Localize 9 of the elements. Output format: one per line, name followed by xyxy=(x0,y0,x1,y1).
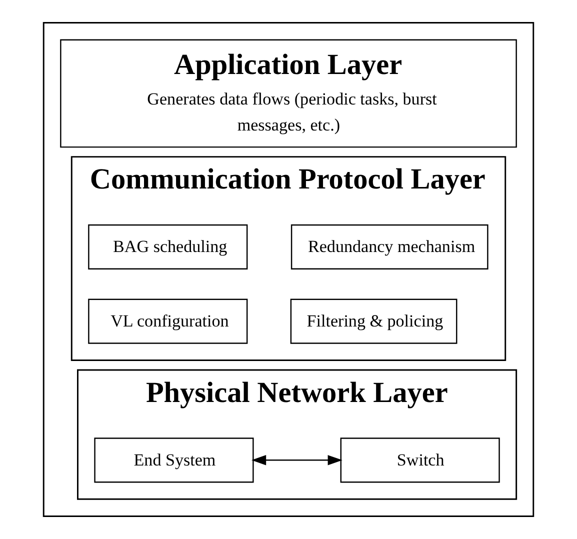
node-box: Redundancy mechanism xyxy=(290,224,488,270)
node-box: VL configuration xyxy=(88,298,248,344)
node-box: Application Layer Generates data flows (periodic tasks, burst messages, etc.) xyxy=(60,39,517,148)
node-box: Switch xyxy=(340,438,500,483)
cluster xyxy=(42,22,534,517)
arrow xyxy=(251,455,342,466)
node-box: BAG scheduling xyxy=(88,224,248,270)
node-box: Filtering & policing xyxy=(290,298,458,344)
node-box: End System xyxy=(94,438,254,483)
